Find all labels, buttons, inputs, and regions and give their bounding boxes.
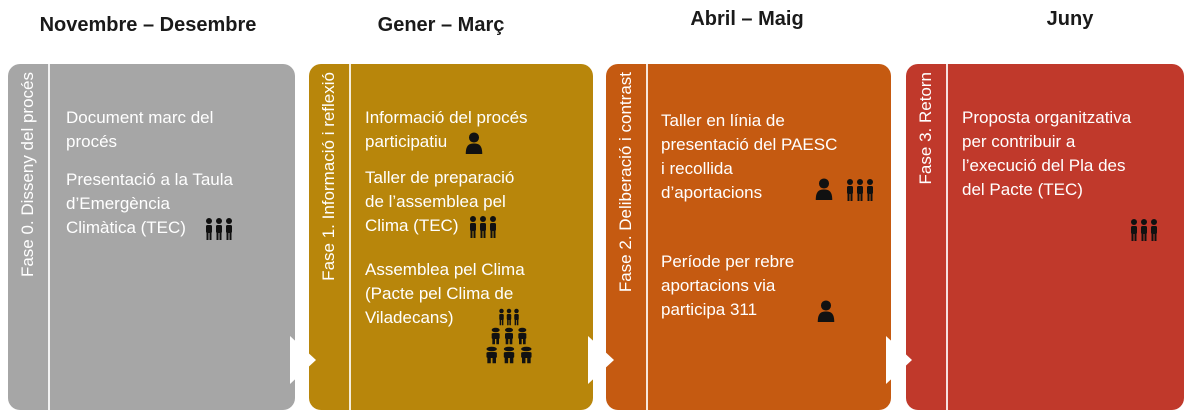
group-icon xyxy=(844,178,876,202)
header-novembre-desembre: Novembre – Desembre xyxy=(39,14,257,36)
phase-3-divider xyxy=(946,64,948,410)
person-icon xyxy=(814,178,834,200)
phase-1-card: Fase 1. Informació i reflexió Informació… xyxy=(309,64,593,410)
phase-0-item-1: Document marc del procés xyxy=(66,106,213,154)
phase-0-label: Fase 0. Disseny del procés xyxy=(18,72,37,278)
phase-1-item-1: Informació del procés participatiu xyxy=(365,106,528,154)
item-line: Presentació a la Taula xyxy=(66,170,233,189)
item-line: procés xyxy=(66,132,118,151)
item-line: aportacions via xyxy=(661,276,776,295)
phase-2-divider xyxy=(646,64,648,410)
phase-2-item-2: Període per rebre aportacions via partic… xyxy=(661,250,794,322)
item-line: de l’assemblea pel xyxy=(365,192,506,211)
item-line: Període per rebre xyxy=(661,252,795,271)
item-line: participatiu xyxy=(365,130,528,154)
person-icon xyxy=(464,132,484,154)
item-line: Taller de preparació xyxy=(365,168,515,187)
header-abril-maig: Abril – Maig xyxy=(690,8,804,30)
header-juny: Juny xyxy=(1046,8,1094,30)
item-line: Document marc del xyxy=(66,108,214,127)
phase-2-item-1: Taller en línia de presentació del PAESC… xyxy=(661,109,837,205)
phase-1-item-3: Assemblea pel Clima (Pacte pel Clima de … xyxy=(365,258,525,330)
phase-1-item-2: Taller de preparació de l’assemblea pel … xyxy=(365,166,514,239)
crowd-icon xyxy=(481,308,537,364)
phase-3-label: Fase 3. Retorn xyxy=(916,72,935,185)
item-line: i recollida xyxy=(661,159,733,178)
item-line: l’execució del Pla des xyxy=(962,156,1126,175)
item-line: del Pacte (TEC) xyxy=(962,180,1083,199)
item-line: per contribuir a xyxy=(962,132,1076,151)
header-gener-marc: Gener – Març xyxy=(377,14,505,36)
phase-0-divider xyxy=(48,64,50,410)
item-line: d’aportacions xyxy=(661,183,763,202)
group-icon xyxy=(203,217,235,241)
phase-0-card: Fase 0. Disseny del procés Document marc… xyxy=(8,64,295,410)
phase-0-item-2: Presentació a la Taula d’Emergència Clim… xyxy=(66,168,235,241)
item-line: participa 311 xyxy=(661,300,758,319)
item-line: Taller en línia de xyxy=(661,111,785,130)
item-line: Assemblea pel Clima xyxy=(365,260,525,279)
phase-2-card: Fase 2. Deliberació i contrast Taller en… xyxy=(606,64,891,410)
arrow-icon xyxy=(886,336,912,384)
group-icon xyxy=(467,215,499,239)
item-line: d’Emergència xyxy=(66,194,170,213)
item-line: Proposta organitzativa xyxy=(962,108,1132,127)
person-icon xyxy=(816,300,836,322)
item-line: Climàtica (TEC) xyxy=(66,216,235,241)
item-line: Clima (TEC) xyxy=(365,214,514,239)
group-icon xyxy=(1128,218,1160,242)
item-line: (Pacte pel Clima de xyxy=(365,284,514,303)
phase-3-item-1: Proposta organitzativa per contribuir a … xyxy=(962,106,1131,202)
phase-1-divider xyxy=(349,64,351,410)
item-line: Informació del procés xyxy=(365,108,528,127)
arrow-icon xyxy=(588,336,614,384)
item-line: presentació del PAESC xyxy=(661,135,838,154)
item-line: Viladecans) xyxy=(365,308,454,327)
phase-3-card: Fase 3. Retorn Proposta organitzativa pe… xyxy=(906,64,1184,410)
arrow-icon xyxy=(290,336,316,384)
